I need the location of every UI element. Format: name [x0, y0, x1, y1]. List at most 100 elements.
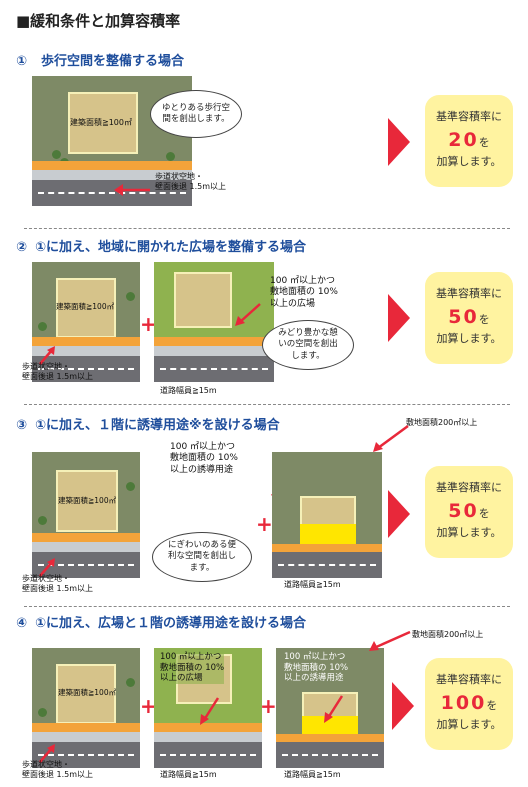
speech-bubble: ゆとりある歩行空間を創出します。 [150, 90, 242, 138]
result-value: 20 [448, 128, 479, 151]
result-arrow [388, 490, 410, 538]
result-box: 基準容積率に 50を 加算します。 [425, 272, 513, 364]
section-heading-text: 歩行空間を整備する場合 [41, 54, 185, 69]
site-area-arrow [369, 630, 411, 651]
plus-icon: + [140, 312, 157, 336]
result-line1: 基準容積率に [436, 673, 502, 686]
walkway-setback [32, 533, 140, 542]
section-heading-text: ①に加え、１階に誘導用途※を設ける場合 [35, 418, 280, 433]
result-line1: 基準容積率に [436, 287, 502, 300]
walkway-setback [154, 723, 262, 732]
result-box: 基準容積率に 50を 加算します。 [425, 466, 513, 558]
section-1: ① 歩行空間を整備する場合 建築面積≧100㎡ 歩道状空地・壁面後退 1.5m以上… [0, 50, 528, 225]
result-value: 50 [448, 499, 479, 522]
building-footprint [68, 92, 138, 154]
road [154, 356, 274, 382]
page-title: ■緩和条件と加算容積率 [16, 12, 181, 30]
road [272, 552, 382, 578]
site-area-label: 敷地面積200㎡以上 [412, 630, 484, 639]
road-width-label: 道路幅員≧15m [160, 770, 217, 779]
road-width-label: 道路幅員≧15m [160, 386, 217, 395]
section-heading: ② ①に加え、地域に開かれた広場を整備する場合 [16, 236, 306, 255]
result-line2: 加算します。 [436, 332, 502, 345]
road [32, 742, 140, 768]
result-suffix: を [486, 698, 498, 712]
section-heading: ③ ①に加え、１階に誘導用途※を設ける場合 [16, 414, 280, 433]
walkway-setback [272, 544, 382, 552]
result-suffix: を [478, 135, 490, 149]
use-label: 100 ㎡以上かつ敷地面積の 10%以上の誘導用途 [284, 652, 349, 684]
result-line2: 加算します。 [436, 155, 502, 168]
section-number: ④ [16, 616, 28, 631]
plus-icon: + [140, 694, 157, 718]
section-heading-text: ①に加え、広場と１階の誘導用途を設ける場合 [35, 616, 307, 631]
walkway-setback [32, 337, 140, 346]
setback-arrow [39, 558, 55, 577]
result-arrow [388, 118, 410, 166]
plus-icon: + [260, 694, 277, 718]
site-plan-plaza [154, 262, 274, 382]
floor-area-label: 建築面積≧100㎡ [58, 496, 117, 505]
road [32, 356, 140, 382]
section-heading: ① 歩行空間を整備する場合 [16, 50, 184, 69]
building-footprint [56, 470, 118, 532]
divider [24, 228, 510, 229]
building-footprint [174, 272, 232, 328]
setback-arrow [39, 346, 55, 365]
road-width-label: 道路幅員≧15m [284, 770, 341, 779]
setback-arrow [114, 184, 150, 196]
divider [24, 404, 510, 405]
floor-area-label: 建築面積≧100㎡ [58, 688, 117, 697]
building-footprint [56, 664, 116, 724]
speech-bubble: みどり豊かな憩いの空間を創出します。 [262, 320, 354, 370]
plaza-arrow [200, 697, 220, 725]
road [276, 742, 384, 768]
site-area-arrow [373, 424, 409, 452]
walkway-setback [32, 161, 192, 170]
plaza-arrow [235, 303, 261, 326]
walkway-setback [32, 723, 140, 732]
section-heading-text: ①に加え、地域に開かれた広場を整備する場合 [35, 240, 307, 255]
setback-label: 歩道状空地・壁面後退 1.5m以上 [22, 574, 94, 593]
result-box: 基準容積率に 20を 加算します。 [425, 95, 513, 187]
section-heading: ④ ①に加え、広場と１階の誘導用途を設ける場合 [16, 612, 306, 631]
result-line2: 加算します。 [436, 718, 502, 731]
setback-label: 歩道状空地・壁面後退 1.5m以上 [155, 172, 227, 191]
section-number: ① [16, 54, 28, 69]
site-plan-setback: 建築面積≧100㎡ [32, 648, 140, 768]
road-width-label: 道路幅員≧15m [284, 580, 341, 589]
section-4: ④ ①に加え、広場と１階の誘導用途を設ける場合 敷地面積200㎡以上 建築面積≧1… [0, 612, 528, 787]
result-line2: 加算します。 [436, 526, 502, 539]
floor-area-label: 建築面積≧100㎡ [56, 302, 115, 311]
result-value: 50 [448, 305, 479, 328]
site-plan-setback: 建築面積≧100㎡ [32, 452, 140, 578]
floor-area-label: 建築面積≧100㎡ [70, 118, 132, 127]
divider [24, 606, 510, 607]
site-plan-setback: 建築面積≧100㎡ [32, 262, 140, 382]
walkway-setback [276, 734, 384, 742]
setback-arrow [39, 744, 55, 763]
road [32, 180, 192, 206]
result-line1: 基準容積率に [436, 110, 502, 123]
result-suffix: を [478, 506, 490, 520]
section-number: ② [16, 240, 28, 255]
use-label: 100 ㎡以上かつ敷地面積の 10%以上の誘導用途 [170, 442, 238, 475]
setback-label: 歩道状空地・壁面後退 1.5m以上 [22, 760, 94, 779]
result-box: 基準容積率に 100を 加算します。 [425, 658, 513, 750]
result-arrow [392, 682, 414, 730]
road [154, 742, 262, 768]
setback-label: 歩道状空地・壁面後退 1.5m以上 [22, 362, 94, 381]
plaza-label: 100 ㎡以上かつ敷地面積の 10%以上の広場 [160, 652, 225, 684]
site-plan-inducement-use [272, 452, 382, 578]
speech-bubble: にぎわいのある便利な空間を創出します。 [152, 532, 252, 582]
section-3: ③ ①に加え、１階に誘導用途※を設ける場合 敷地面積200㎡以上 建築面積≧100… [0, 414, 528, 604]
walkway-setback [154, 337, 274, 346]
section-2: ② ①に加え、地域に開かれた広場を整備する場合 建築面積≧100㎡ 歩道状空地・壁… [0, 236, 528, 396]
result-value: 100 [440, 691, 487, 714]
section-number: ③ [16, 418, 28, 433]
result-arrow [388, 294, 410, 342]
result-suffix: を [478, 312, 490, 326]
plaza-label: 100 ㎡以上かつ敷地面積の 10%以上の広場 [270, 276, 338, 309]
use-arrow [324, 695, 344, 723]
site-area-label: 敷地面積200㎡以上 [406, 418, 478, 427]
